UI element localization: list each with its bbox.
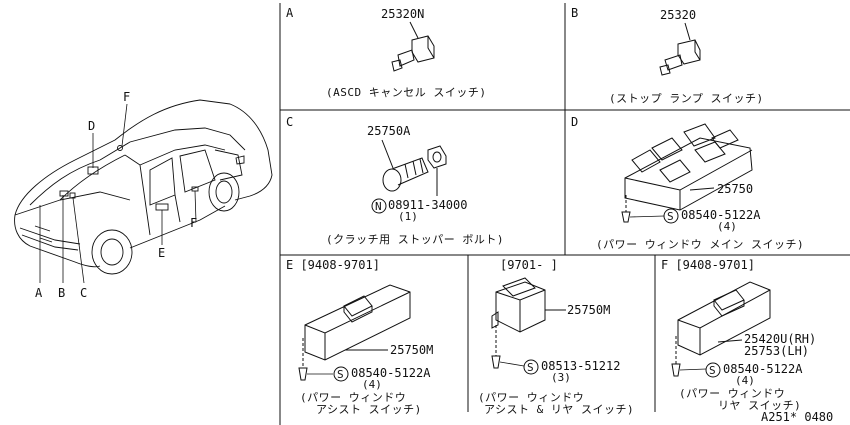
panel-f-screw-part-number: 08540-5122A [723, 362, 803, 376]
stop-lamp-switch-drawing [659, 22, 701, 76]
panel-d-caption: (パワー ウィンドウ メイン スイッチ) [596, 238, 805, 251]
panel-f-screw-symbol: S [709, 364, 716, 377]
assist-rear-switch-drawing [491, 277, 566, 369]
car-letter-a: A [35, 286, 43, 300]
car-letter-f-side: F [190, 216, 198, 230]
panel-c-nut-symbol: N [375, 200, 382, 213]
panel-m-screw-quantity: (3) [551, 371, 571, 384]
figure-code: A251* 0480 [761, 410, 834, 424]
panel-m-header: [9701- ] [500, 258, 558, 272]
panel-c-nut-quantity: (1) [398, 210, 418, 223]
panel-d-part-number: 25750 [717, 182, 754, 196]
panel-f-caption-line1: (パワー ウィンドウ [679, 387, 786, 400]
panel-e-screw-symbol: S [337, 368, 344, 381]
panel-c-letter: C [286, 115, 294, 129]
panel-e-screw-part-number: 08540-5122A [351, 366, 431, 380]
panel-m-caption-line2: アシスト & リヤ スイッチ) [484, 403, 635, 416]
panel-f-part-number-rh: 25420U(RH) [744, 332, 817, 346]
car-letter-b: B [58, 286, 66, 300]
panel-f-part-number-lh: 25753(LH) [744, 344, 810, 358]
panel-d-screw-symbol: S [667, 210, 674, 223]
panel-d-letter: D [571, 115, 579, 129]
panel-b-letter: B [571, 6, 579, 20]
stopper-bolt-drawing [381, 139, 447, 196]
panel-m-screw-part-number: 08513-51212 [541, 359, 621, 373]
panel-c-part-number: 25750A [367, 124, 411, 138]
panel-m-part-number: 25750M [567, 303, 611, 317]
car-letter-e: E [158, 246, 166, 260]
panel-a-part-number: 25320N [381, 7, 425, 21]
panel-grid [279, 3, 850, 425]
ascd-switch-drawing [391, 21, 435, 72]
panel-a-letter: A [286, 6, 294, 20]
panel-b-part-number: 25320 [660, 8, 697, 22]
car-letter-d: D [88, 119, 96, 133]
panel-e-header: E [9408-9701] [286, 258, 380, 272]
panel-m-screw-symbol: S [527, 361, 534, 374]
car-letter-c: C [80, 286, 88, 300]
assist-switch-drawing [298, 284, 411, 381]
panel-e-screw-quantity: (4) [362, 378, 382, 391]
panel-m-caption-line1: (パワー ウィンドウ [478, 391, 585, 404]
rear-switch-drawing [671, 281, 771, 377]
panel-d-screw-part-number: 08540-5122A [681, 208, 761, 222]
panel-a-caption: (ASCD キャンセル スイッチ) [326, 86, 487, 99]
panel-d-screw-quantity: (4) [717, 220, 737, 233]
panel-f-screw-quantity: (4) [735, 374, 755, 387]
car-leaders [39, 103, 197, 284]
panel-f-caption-line2: リヤ スイッチ) [718, 399, 802, 412]
panel-c-nut-part-number: 08911-34000 [388, 198, 468, 212]
circled-symbols [333, 198, 721, 382]
main-switch-drawing [621, 123, 753, 223]
panel-e-part-number: 25750M [390, 343, 434, 357]
panel-e-caption-line1: (パワー ウィンドウ [300, 391, 407, 404]
panel-f-header: F [9408-9701] [661, 258, 755, 272]
panel-c-caption: (クラッチ用 ストッパー ボルト) [326, 233, 504, 246]
car-outline [14, 99, 273, 275]
screw-leaders [307, 215, 707, 375]
panel-b-caption: (ストップ ランプ スイッチ) [609, 92, 764, 105]
panel-e-caption-line2: アシスト スイッチ) [316, 403, 422, 416]
car-letter-f-top: F [123, 90, 131, 104]
